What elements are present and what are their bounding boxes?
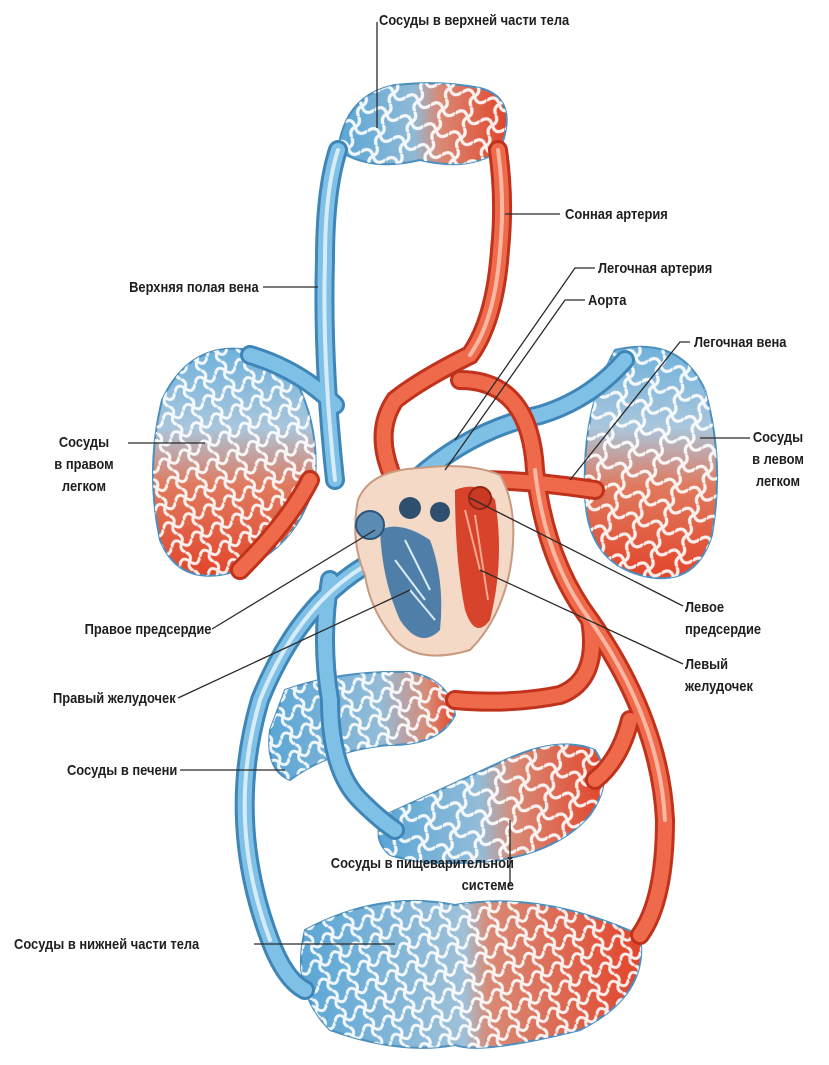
label-left-lung-line-1: Сосуды bbox=[744, 427, 813, 449]
label-right-atrium: Правое предсердие bbox=[84, 619, 211, 641]
label-left-atrium-line-2: предсердие bbox=[685, 619, 761, 641]
label-left-ventricle-line-2: желудочек bbox=[685, 676, 753, 698]
label-right-lung-line-1: Сосуды bbox=[48, 432, 120, 454]
label-left-lung-vessels: Сосуды в левом легком bbox=[744, 427, 813, 493]
label-digestive-vessels: Сосуды в пищеварительной системе bbox=[331, 853, 514, 897]
heart bbox=[355, 466, 513, 656]
digestive-vessels bbox=[379, 744, 604, 863]
label-carotid-artery: Сонная артерия bbox=[565, 204, 668, 226]
label-left-ventricle: Левый желудочек bbox=[685, 654, 753, 698]
label-left-ventricle-line-1: Левый bbox=[685, 654, 753, 676]
label-aorta: Аорта bbox=[588, 290, 626, 312]
lower-body-vessels bbox=[301, 901, 641, 1048]
leader-left-ventricle bbox=[480, 570, 683, 664]
label-left-atrium-line-1: Левое bbox=[685, 597, 761, 619]
label-superior-vena-cava: Верхняя полая вена bbox=[129, 277, 259, 299]
label-right-lung-line-3: легком bbox=[48, 476, 120, 498]
label-right-lung-line-2: в правом bbox=[48, 454, 120, 476]
label-digestive-line-2: системе bbox=[331, 875, 514, 897]
label-upper-body: Сосуды в верхней части тела bbox=[379, 10, 569, 32]
label-left-atrium: Левое предсердие bbox=[685, 597, 761, 641]
label-left-lung-line-3: легком bbox=[744, 471, 813, 493]
label-left-lung-line-2: в левом bbox=[744, 449, 813, 471]
label-digestive-line-1: Сосуды в пищеварительной bbox=[331, 853, 514, 875]
label-right-ventricle: Правый желудочек bbox=[53, 688, 176, 710]
label-pulmonary-artery: Легочная артерия bbox=[598, 258, 712, 280]
label-lower-body-vessels: Сосуды в нижней части тела bbox=[14, 934, 199, 956]
label-pulmonary-vein: Легочная вена bbox=[694, 332, 786, 354]
label-right-lung-vessels: Сосуды в правом легком bbox=[48, 432, 120, 498]
label-liver-vessels: Сосуды в печени bbox=[67, 760, 177, 782]
upper-body-vessels bbox=[338, 83, 507, 164]
liver-vessels bbox=[269, 672, 455, 780]
